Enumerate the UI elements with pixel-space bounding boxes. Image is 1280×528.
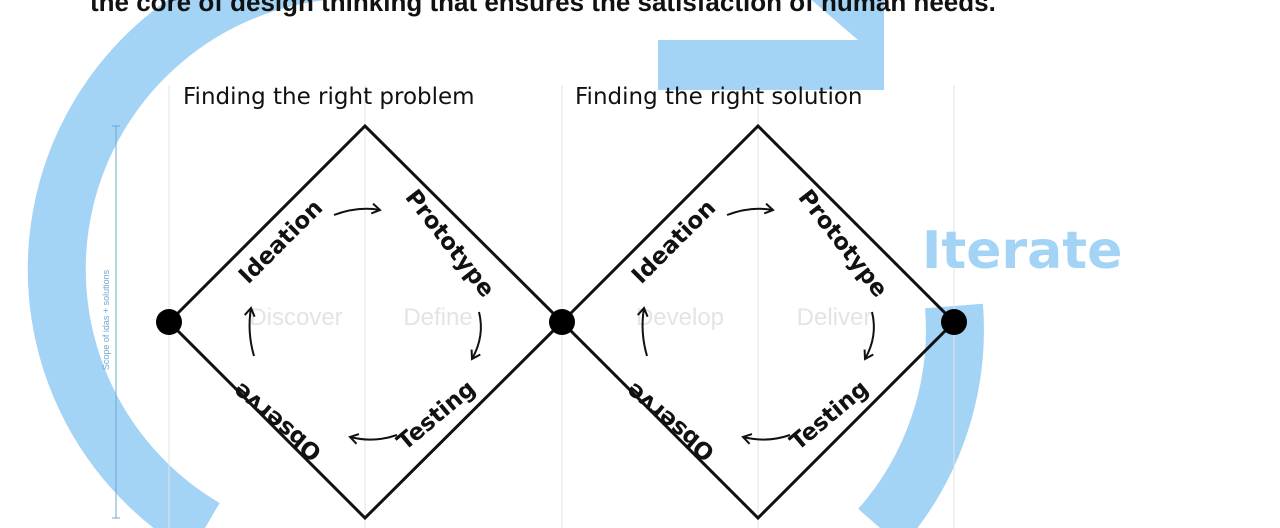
arrow-observe-to-ideation	[637, 306, 649, 357]
section-title-solution: Finding the right solution	[575, 84, 863, 110]
scope-label: Scope of idas + solutions	[101, 269, 111, 370]
iterate-label: Iterate	[922, 221, 1122, 281]
node-dot	[941, 309, 967, 335]
heading: the core of design thinking that ensures…	[90, 0, 996, 17]
cycle-arrows	[244, 202, 482, 445]
cycle-word-observe: Observe	[621, 377, 720, 466]
arrow-testing-to-observe	[348, 433, 398, 445]
guide-lines	[168, 85, 955, 528]
scope-indicator: Scope of idas + solutions	[101, 125, 120, 519]
iterate-loop	[27, 0, 984, 528]
arrow-prototype-to-testing	[470, 311, 482, 361]
phase-label-define: Define	[403, 304, 472, 331]
node-dot	[156, 309, 182, 335]
cycle-word-observe: Observe	[228, 377, 327, 466]
phase-label-deliver: Deliver	[797, 304, 872, 331]
arrow-ideation-to-prototype	[333, 202, 382, 216]
node-dot	[549, 309, 575, 335]
arrow-observe-to-ideation	[244, 306, 256, 357]
arrow-ideation-to-prototype	[726, 202, 775, 216]
phase-label-discover: Discover	[249, 304, 342, 331]
iterate-loop-arrowhead	[658, 0, 884, 90]
phase-label-develop: Develop	[636, 304, 724, 331]
section-title-problem: Finding the right problem	[183, 84, 475, 110]
arrow-testing-to-observe	[741, 433, 791, 445]
iterate-loop-arc	[27, 0, 327, 528]
nodes	[156, 309, 967, 335]
arrow-prototype-to-testing	[863, 311, 875, 361]
iterate-loop-return-arc	[857, 303, 984, 528]
cycle-arrows	[637, 202, 875, 445]
